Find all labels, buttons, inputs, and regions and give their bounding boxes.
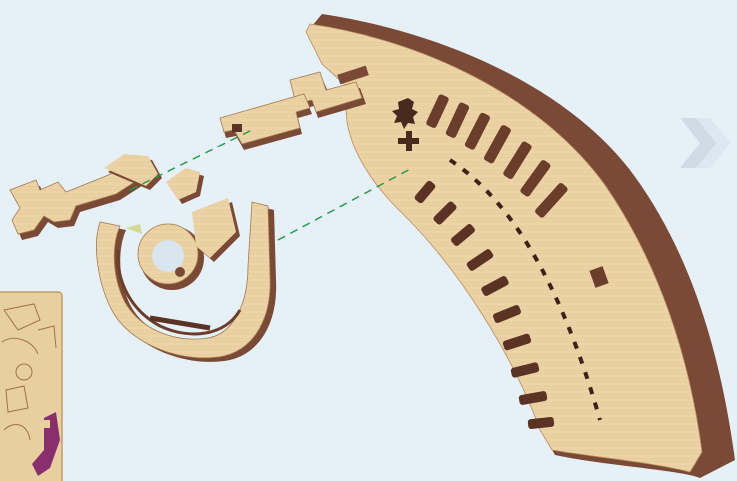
plywood-sheet-thumbnail[interactable]	[0, 290, 66, 481]
connector-plate	[220, 94, 312, 150]
curved-magazine-body	[306, 14, 735, 478]
assembly-guide-line-lower	[278, 168, 412, 240]
double-chevron-right-icon[interactable]	[676, 114, 734, 172]
